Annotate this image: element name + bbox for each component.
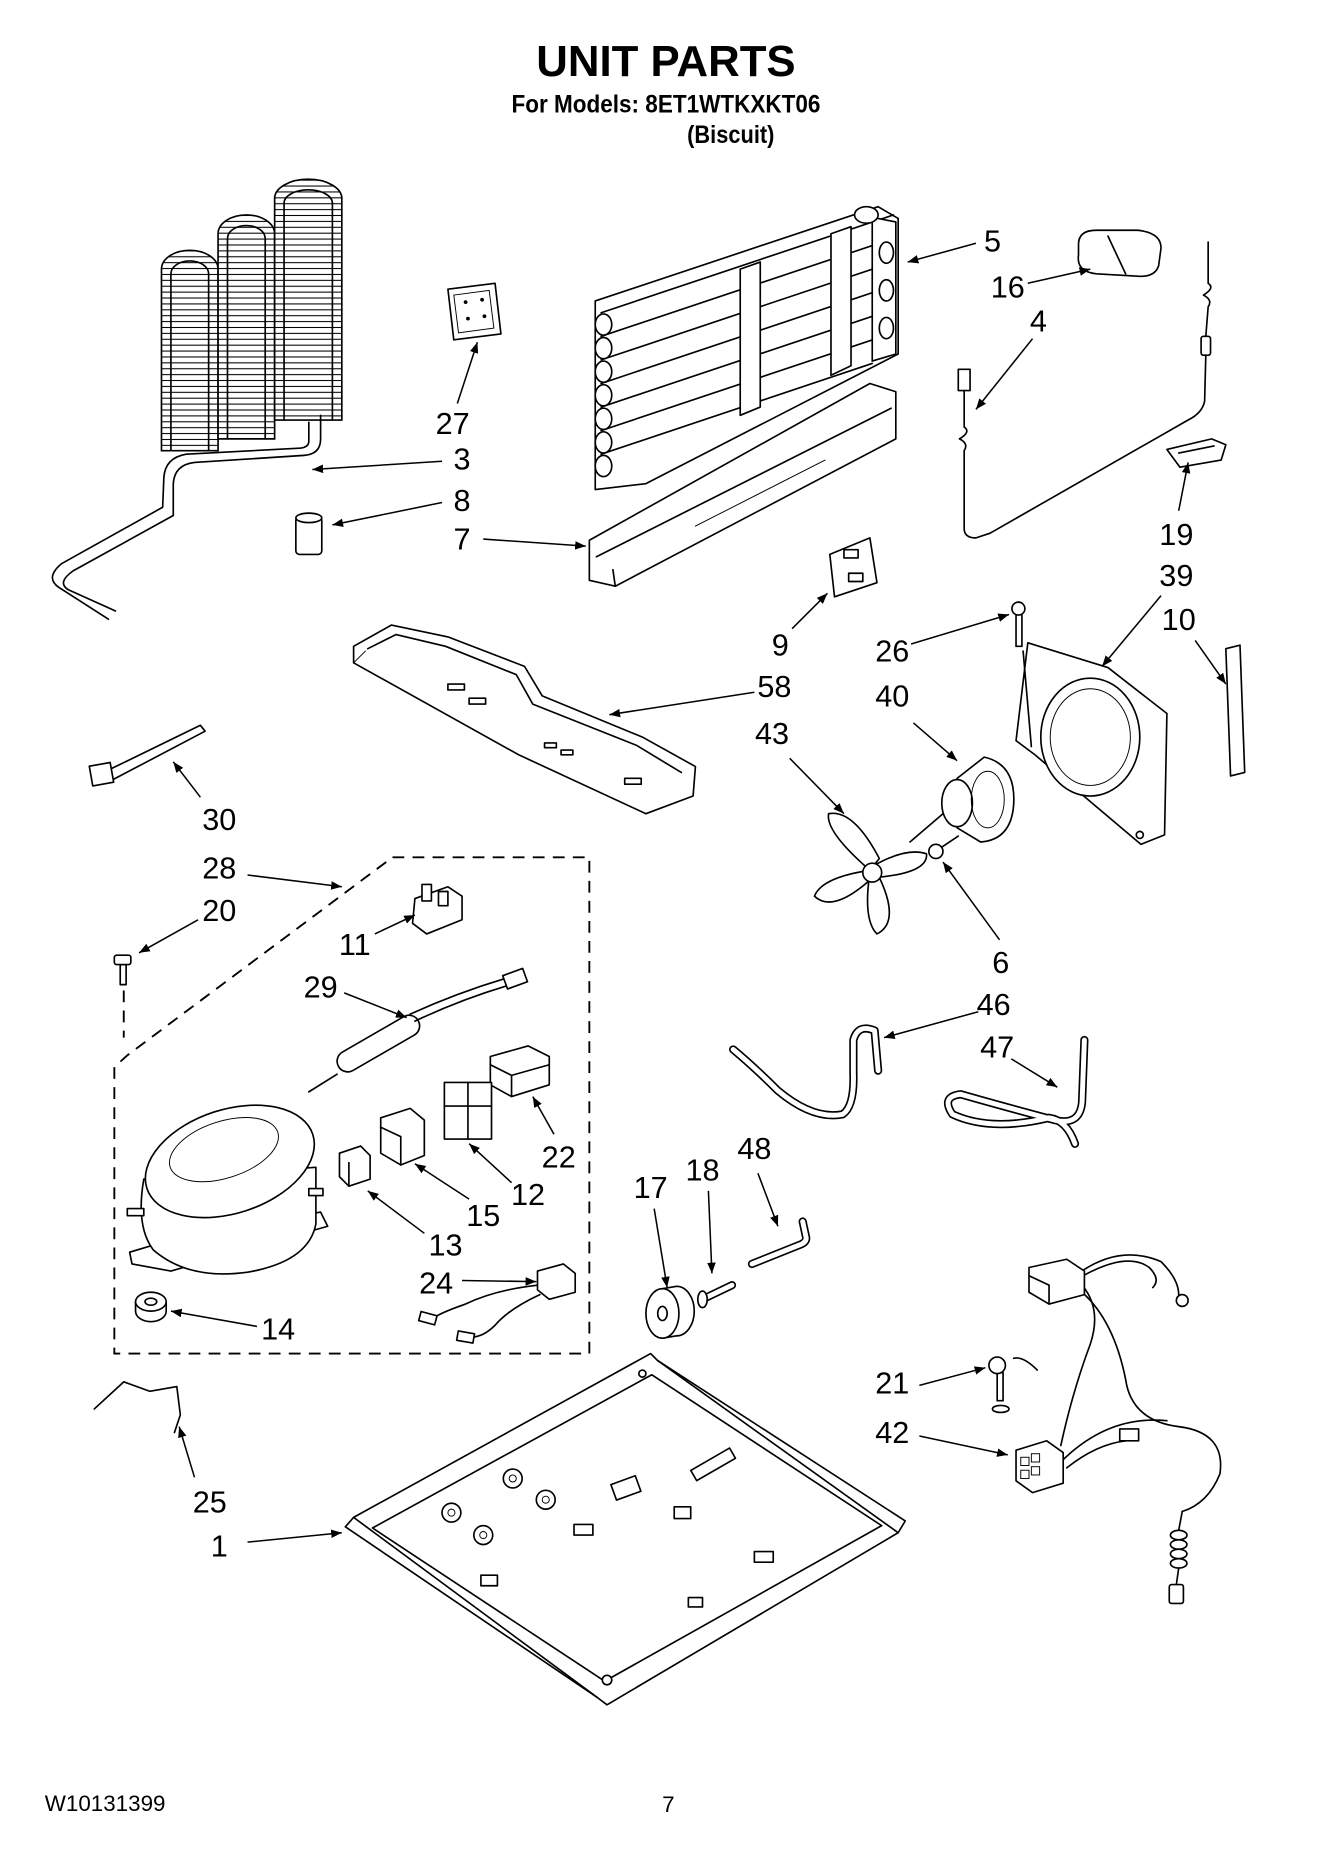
part-19-clip (1166, 438, 1227, 468)
part-48-tube (747, 1217, 811, 1269)
part-13-block (338, 1145, 371, 1187)
part-18-pin (696, 1281, 737, 1309)
part-10-strip (1225, 644, 1246, 777)
part-3-coil (51, 178, 343, 621)
callout-14: 14 (261, 1312, 295, 1346)
callout-27: 27 (436, 407, 470, 441)
callout-6: 6 (992, 946, 1009, 980)
callout-13: 13 (429, 1229, 463, 1263)
part-46-tube (729, 1024, 883, 1120)
part-26-screw (1011, 601, 1026, 648)
callout-15: 15 (466, 1199, 500, 1233)
callout-58: 58 (757, 670, 791, 704)
callout-20: 20 (202, 894, 236, 928)
callout-24: 24 (419, 1266, 453, 1300)
document-number: W10131399 (45, 1791, 166, 1816)
callout-26: 26 (875, 635, 909, 669)
callout-7: 7 (454, 523, 471, 557)
callout-29: 29 (304, 971, 338, 1005)
part-5-evaporator (594, 205, 899, 491)
page-title: UNIT PARTS (536, 38, 795, 86)
callout-25: 25 (193, 1486, 227, 1520)
callout-16: 16 (991, 270, 1025, 304)
callout-19: 19 (1159, 518, 1193, 552)
callout-46: 46 (977, 988, 1011, 1022)
part-24-wire-connector (417, 1263, 577, 1344)
part-25-wire-clip (93, 1381, 182, 1434)
callout-11: 11 (339, 928, 371, 962)
part-43-fan-blade (813, 812, 928, 935)
part-27-plate (447, 282, 502, 341)
part-17-wheel (645, 1285, 696, 1340)
leader-lines (138, 242, 1227, 1543)
part-16-block (1077, 229, 1162, 278)
callout-8: 8 (454, 484, 471, 518)
page-number: 7 (662, 1792, 674, 1817)
part-22-block (489, 1045, 551, 1098)
callout-12: 12 (511, 1178, 545, 1212)
part-12-block (443, 1081, 493, 1140)
callout-42: 42 (875, 1416, 909, 1450)
part-14-grommet (134, 1291, 168, 1323)
callout-3: 3 (454, 443, 471, 477)
part-7-trough (588, 382, 897, 588)
part-40-motor (909, 756, 1015, 843)
callout-1: 1 (211, 1529, 228, 1563)
part-58-drain-pan (352, 624, 697, 815)
part-15-block (379, 1107, 426, 1166)
callout-labels: 5 16 4 27 3 8 7 19 39 10 9 26 58 40 43 3… (193, 224, 1196, 1563)
callout-5: 5 (984, 224, 1001, 258)
part-20-screw (113, 954, 132, 986)
part-1-base-frame (344, 1352, 907, 1706)
callout-18: 18 (685, 1153, 719, 1187)
part-39-shroud (1015, 641, 1168, 846)
part-9-bracket (828, 537, 878, 598)
part-30-cable-tie (88, 724, 206, 787)
part-21-screw (988, 1356, 1010, 1414)
callout-9: 9 (772, 629, 789, 663)
callout-43: 43 (755, 717, 789, 751)
callout-47: 47 (980, 1031, 1014, 1065)
part-42-wiring-harness (1012, 1254, 1222, 1605)
callout-4: 4 (1030, 305, 1047, 339)
part-29-tube-component (307, 967, 529, 1093)
callout-10: 10 (1162, 603, 1196, 637)
finish-line: (Biscuit) (687, 122, 774, 149)
part-47-tube (943, 1035, 1089, 1148)
callout-28: 28 (202, 852, 236, 886)
callout-30: 30 (202, 803, 236, 837)
model-line: For Models: 8ET1WTKXKT06 (512, 91, 821, 118)
part-28-kit-outline (113, 856, 591, 1355)
callout-17: 17 (634, 1171, 668, 1205)
part-4-sensor-wire (957, 241, 1212, 539)
part-6-screw (927, 835, 960, 860)
callout-21: 21 (875, 1367, 909, 1401)
compressor (126, 1104, 329, 1275)
callout-48: 48 (737, 1132, 771, 1166)
callout-22: 22 (542, 1140, 576, 1174)
callout-39: 39 (1159, 559, 1193, 593)
part-8-cylinder (295, 512, 323, 556)
part-11-relay (411, 883, 463, 935)
callout-40: 40 (875, 679, 909, 713)
